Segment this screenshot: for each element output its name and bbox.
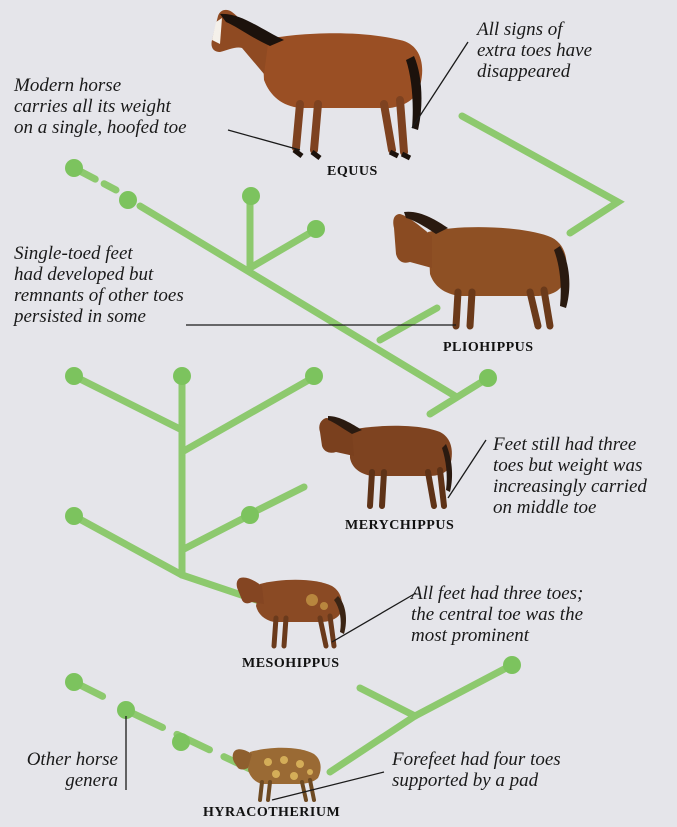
node: [242, 187, 260, 205]
branch: [258, 487, 304, 510]
node: [307, 220, 325, 238]
node: [305, 367, 323, 385]
species-merychippus: MERYCHIPPUS: [345, 518, 454, 534]
species-mesohippus: MESOHIPPUS: [242, 656, 340, 672]
node: [173, 367, 191, 385]
leader-line: [228, 130, 300, 150]
branch: [182, 377, 314, 452]
pliohippus-illustration: [393, 212, 569, 326]
annotation-modern-horse: Modern horse carries all its weight on a…: [14, 75, 187, 138]
mesohippus-illustration: [237, 577, 346, 646]
branch: [462, 116, 618, 233]
equus-illustration: [211, 10, 422, 158]
node: [65, 367, 83, 385]
node: [241, 506, 259, 524]
species-equus: EQUUS: [327, 164, 378, 180]
annotation-mesohippus: All feet had three toes; the central toe…: [411, 583, 583, 646]
node: [65, 507, 83, 525]
node: [479, 369, 497, 387]
annotation-other-genera: Other horse genera: [10, 749, 118, 791]
branch: [74, 376, 182, 430]
branch: [250, 230, 315, 268]
node: [65, 673, 83, 691]
branch: [380, 308, 437, 340]
annotation-hyracotherium: Forefeet had four toes supported by a pa…: [392, 749, 561, 791]
node: [65, 159, 83, 177]
annotation-merychippus: Feet still had three toes but weight was…: [493, 434, 647, 518]
species-hyracotherium: HYRACOTHERIUM: [203, 805, 340, 821]
node: [119, 191, 137, 209]
annotation-pliohippus: Single-toed feet had developed but remna…: [14, 243, 184, 327]
branch: [415, 666, 510, 716]
branch: [74, 516, 182, 575]
node: [503, 656, 521, 674]
node: [172, 733, 190, 751]
hyracotherium-illustration: [233, 748, 321, 800]
branch: [182, 517, 246, 550]
merychippus-illustration: [319, 416, 452, 506]
species-pliohippus: PLIOHIPPUS: [443, 340, 534, 356]
branch: [360, 688, 415, 716]
annotation-equus: All signs of extra toes have disappeared: [477, 19, 592, 82]
leader-line: [448, 440, 486, 498]
